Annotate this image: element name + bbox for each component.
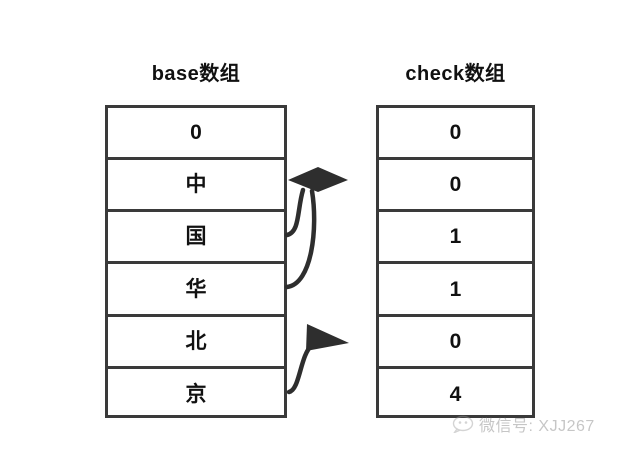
base-cell-3: 华	[108, 264, 284, 317]
arrow-head-zhong	[288, 167, 348, 192]
arrow-jing-to-bei	[286, 342, 315, 395]
base-cell-5: 京	[185, 383, 207, 407]
base-cell-2: 国	[108, 212, 284, 265]
arrow-head-bei	[306, 324, 349, 351]
check-cell-2: 1	[379, 212, 532, 265]
base-array-table: 0 中 国 华 北 京	[105, 105, 287, 418]
chat-bubble-icon	[452, 415, 474, 433]
check-cell-0: 0	[379, 108, 532, 161]
check-cell-3: 1	[379, 264, 532, 317]
base-array-title: base数组	[151, 63, 241, 85]
check-cell-4: 0	[379, 317, 532, 369]
base-cell-1: 中	[108, 160, 284, 213]
arrow-hua-to-zhong	[284, 188, 317, 290]
check-cell-1: 0	[379, 160, 532, 213]
base-cell-0: 0	[108, 108, 284, 161]
watermark: 微信号: XJJ267	[452, 412, 595, 436]
base-cell-4: 北	[108, 317, 284, 369]
check-array-table: 0 0 1 1 0 4	[376, 105, 535, 418]
check-array-title: check数组	[405, 63, 506, 85]
arrow-guo-to-zhong	[284, 187, 306, 238]
watermark-text: 微信号: XJJ267	[479, 418, 595, 435]
check-cell-5: 4	[449, 383, 462, 407]
